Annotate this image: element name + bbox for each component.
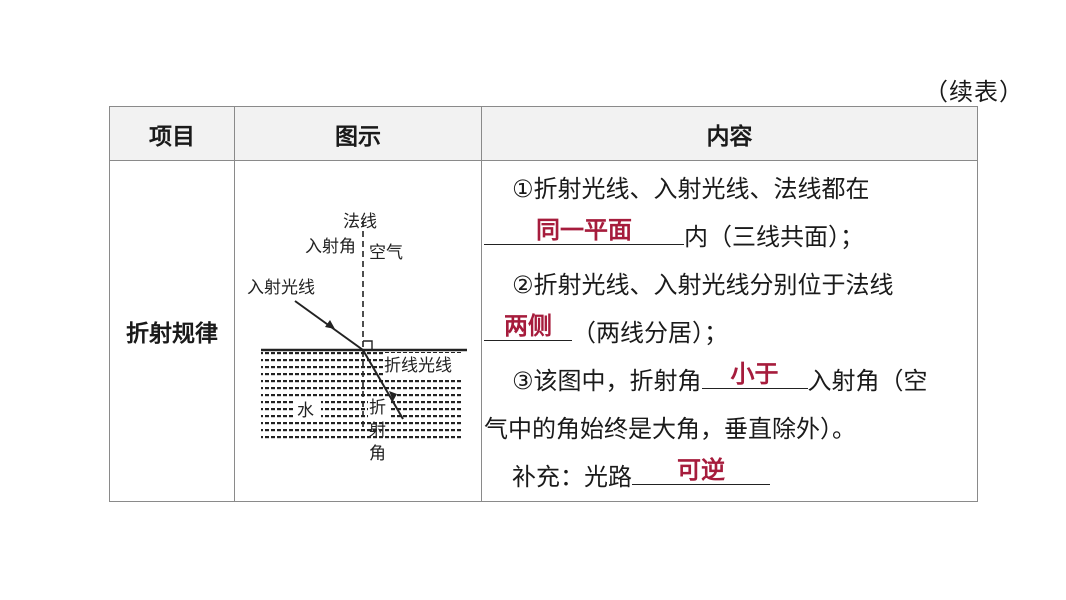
water-label: 水 [297, 401, 314, 421]
content-line-4: 两侧 （两线分居）； [484, 309, 977, 357]
right-angle-marker [363, 340, 373, 350]
refracted-ray-label: 折线光线 [384, 356, 452, 376]
content-line-5-before: ③该图中，折射角 [512, 367, 702, 395]
content-line-3: ②折射光线、入射光线分别位于法线 [512, 271, 894, 299]
refraction-diagram: 法线 入射角 空气 入射光线 折线光线 水 折 射 角 [247, 212, 467, 464]
answer-4: 可逆 [677, 456, 725, 484]
air-label: 空气 [369, 243, 403, 263]
refraction-angle-char-1: 折 [369, 398, 386, 418]
content-line-2-text: 内（三线共面）； [684, 223, 864, 251]
table-row: 折射规律 [109, 160, 978, 502]
answer-2: 两侧 [504, 312, 552, 340]
answer-1: 同一平面 [536, 216, 632, 244]
content-line-2: 同一平面 内（三线共面）； [484, 213, 977, 261]
content-line-7-before: 补充：光路 [512, 463, 632, 491]
refraction-angle-char-3: 角 [369, 444, 386, 464]
header-figure: 图示 [234, 106, 482, 161]
incident-arrow [325, 320, 335, 329]
header-item: 项目 [109, 106, 235, 161]
content-line-5: ③该图中，折射角小于入射角（空 [484, 357, 977, 405]
incident-ray-label: 入射光线 [247, 278, 315, 298]
answer-blank-4: 可逆 [632, 458, 770, 485]
row-label: 折射规律 [109, 160, 235, 502]
refraction-figure-cell: 法线 入射角 空气 入射光线 折线光线 水 折 射 角 [234, 160, 482, 502]
content-line-5-after: 入射角（空 [807, 367, 928, 395]
content-line-4-text: （两线分居）； [572, 319, 728, 347]
answer-blank-1: 同一平面 [484, 218, 684, 245]
answer-3: 小于 [730, 360, 779, 388]
continued-label: （续表） [924, 78, 1024, 106]
content-line-1: ①折射光线、入射光线、法线都在 [512, 175, 870, 203]
incident-angle-label: 入射角 [305, 237, 356, 257]
refracted-ray [362, 349, 404, 420]
refracted-arrow [389, 391, 397, 401]
content-cell: ①折射光线、入射光线、法线都在 同一平面 内（三线共面）； ②折射光线、入射光线分… [481, 160, 978, 502]
content-line-6: 气中的角始终是大角，垂直除外）。 [484, 415, 856, 443]
header-content: 内容 [481, 106, 978, 161]
refraction-table: 项目 图示 内容 折射规律 [109, 106, 978, 502]
normal-label: 法线 [343, 212, 377, 232]
answer-blank-3: 小于 [701, 360, 808, 389]
answer-blank-2: 两侧 [484, 314, 572, 341]
content-line-7: 补充：光路 可逆 [484, 453, 977, 501]
refraction-angle-char-2: 射 [369, 421, 386, 441]
table-header-row: 项目 图示 内容 [109, 106, 978, 161]
